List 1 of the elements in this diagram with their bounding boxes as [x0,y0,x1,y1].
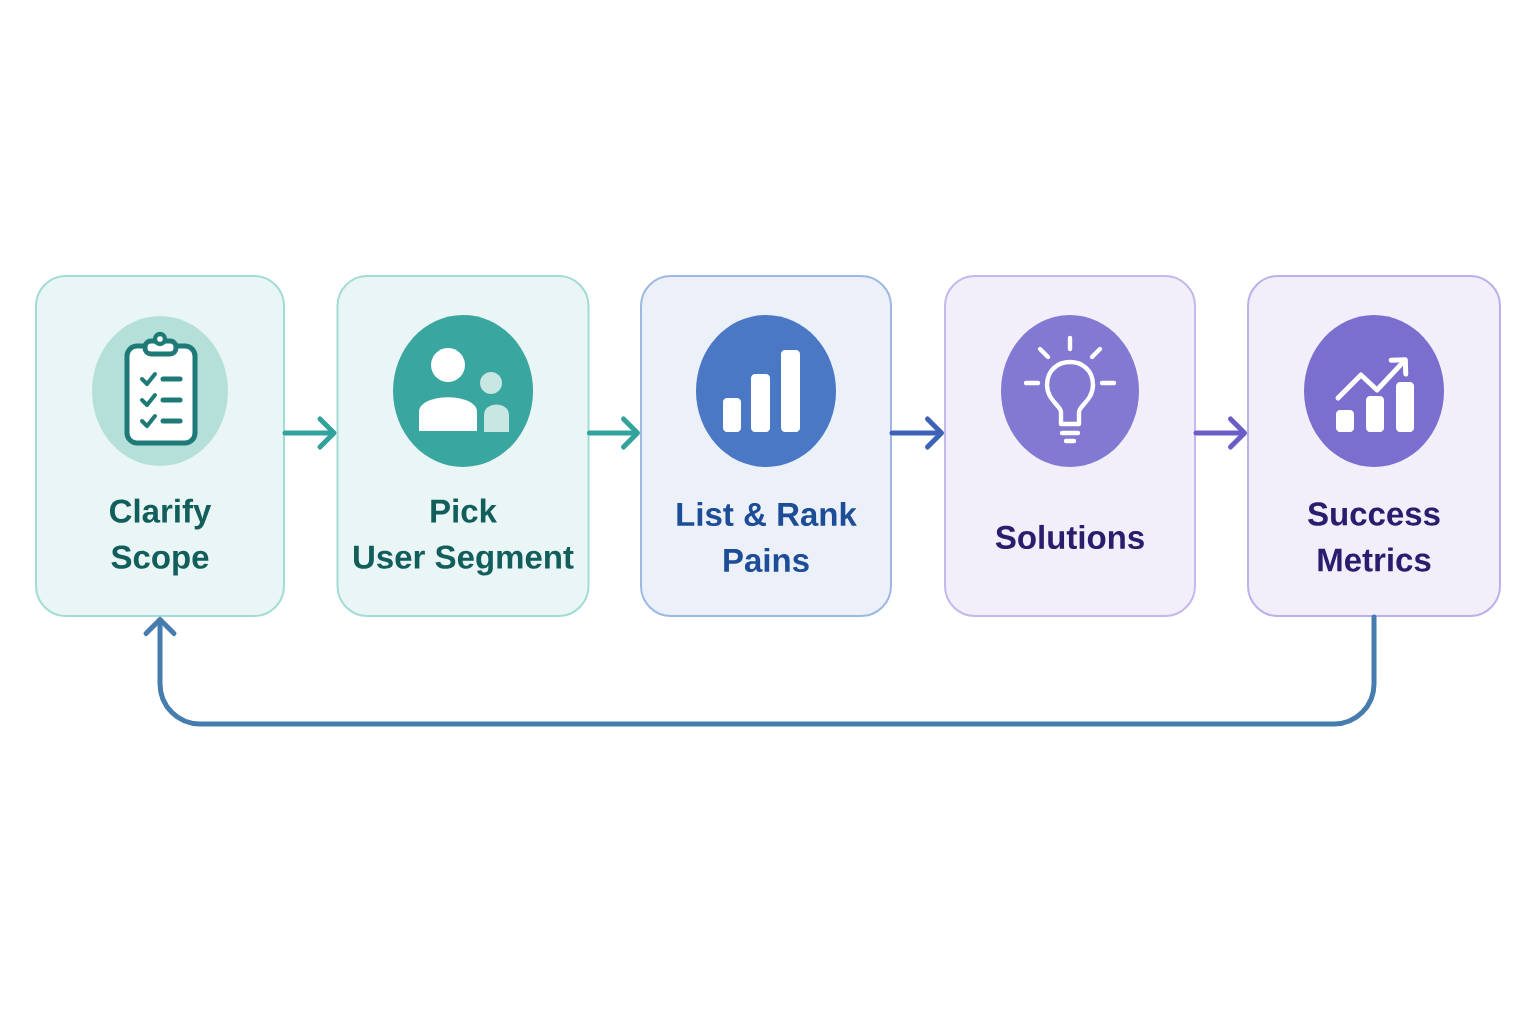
arrow [143,614,1377,727]
